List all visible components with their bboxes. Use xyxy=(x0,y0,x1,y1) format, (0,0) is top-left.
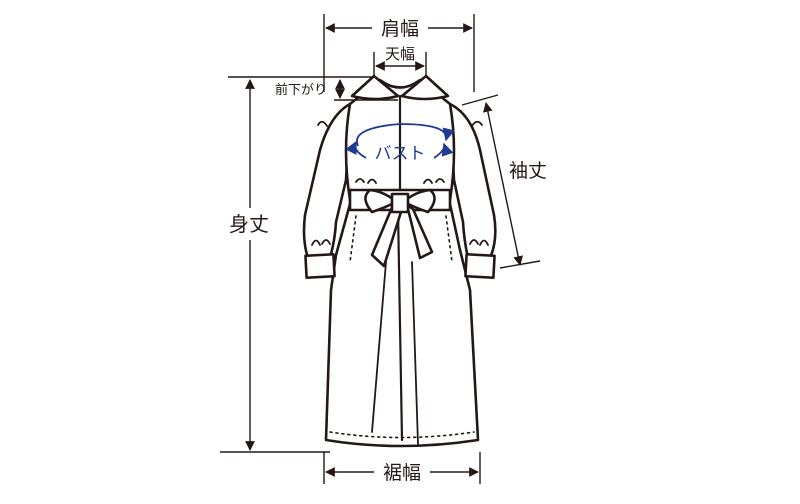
skirt-fold-right xyxy=(411,261,419,445)
sleeve-length-arrow xyxy=(483,102,523,266)
label-front-neck-drop: 前下がり xyxy=(275,82,327,98)
dress-skirt xyxy=(324,202,480,448)
left-sleeve-gathers xyxy=(311,120,331,246)
bust-arrows xyxy=(345,123,455,159)
bow-knot xyxy=(390,192,410,214)
left-cuff xyxy=(304,252,336,280)
bust-arc-upper xyxy=(356,123,455,147)
label-shoulder-width: 肩幅 xyxy=(381,18,419,40)
collar-left xyxy=(350,74,400,101)
skirt-fold-left xyxy=(371,261,387,433)
left-sleeve xyxy=(302,102,352,260)
label-hem-width: 裾幅 xyxy=(383,462,421,484)
label-neck-width: 天幅 xyxy=(385,45,415,63)
bow-tail-right xyxy=(405,203,434,260)
measurement-labels: 肩幅 天幅 前下がり 身丈 袖丈 裾幅 バスト xyxy=(229,18,547,484)
front-placket xyxy=(396,208,404,442)
right-cuff xyxy=(464,252,496,280)
side-stitch-left xyxy=(349,215,357,263)
bow-right-loop xyxy=(402,188,436,214)
sleeve-length-ext-top xyxy=(461,94,499,106)
label-body-length: 身丈 xyxy=(229,212,269,236)
label-sleeve-length: 袖丈 xyxy=(509,160,547,182)
bust-arc-lower-left xyxy=(345,140,367,159)
measurement-lines xyxy=(220,14,541,484)
bow-left-loop xyxy=(364,188,398,214)
bodice-gathers xyxy=(355,178,445,184)
label-bust: バスト xyxy=(375,144,426,164)
collar-right xyxy=(400,74,450,101)
dress-illustration xyxy=(302,74,497,448)
side-stitch-right xyxy=(445,215,453,263)
bust-arc-lower-right xyxy=(433,142,454,159)
